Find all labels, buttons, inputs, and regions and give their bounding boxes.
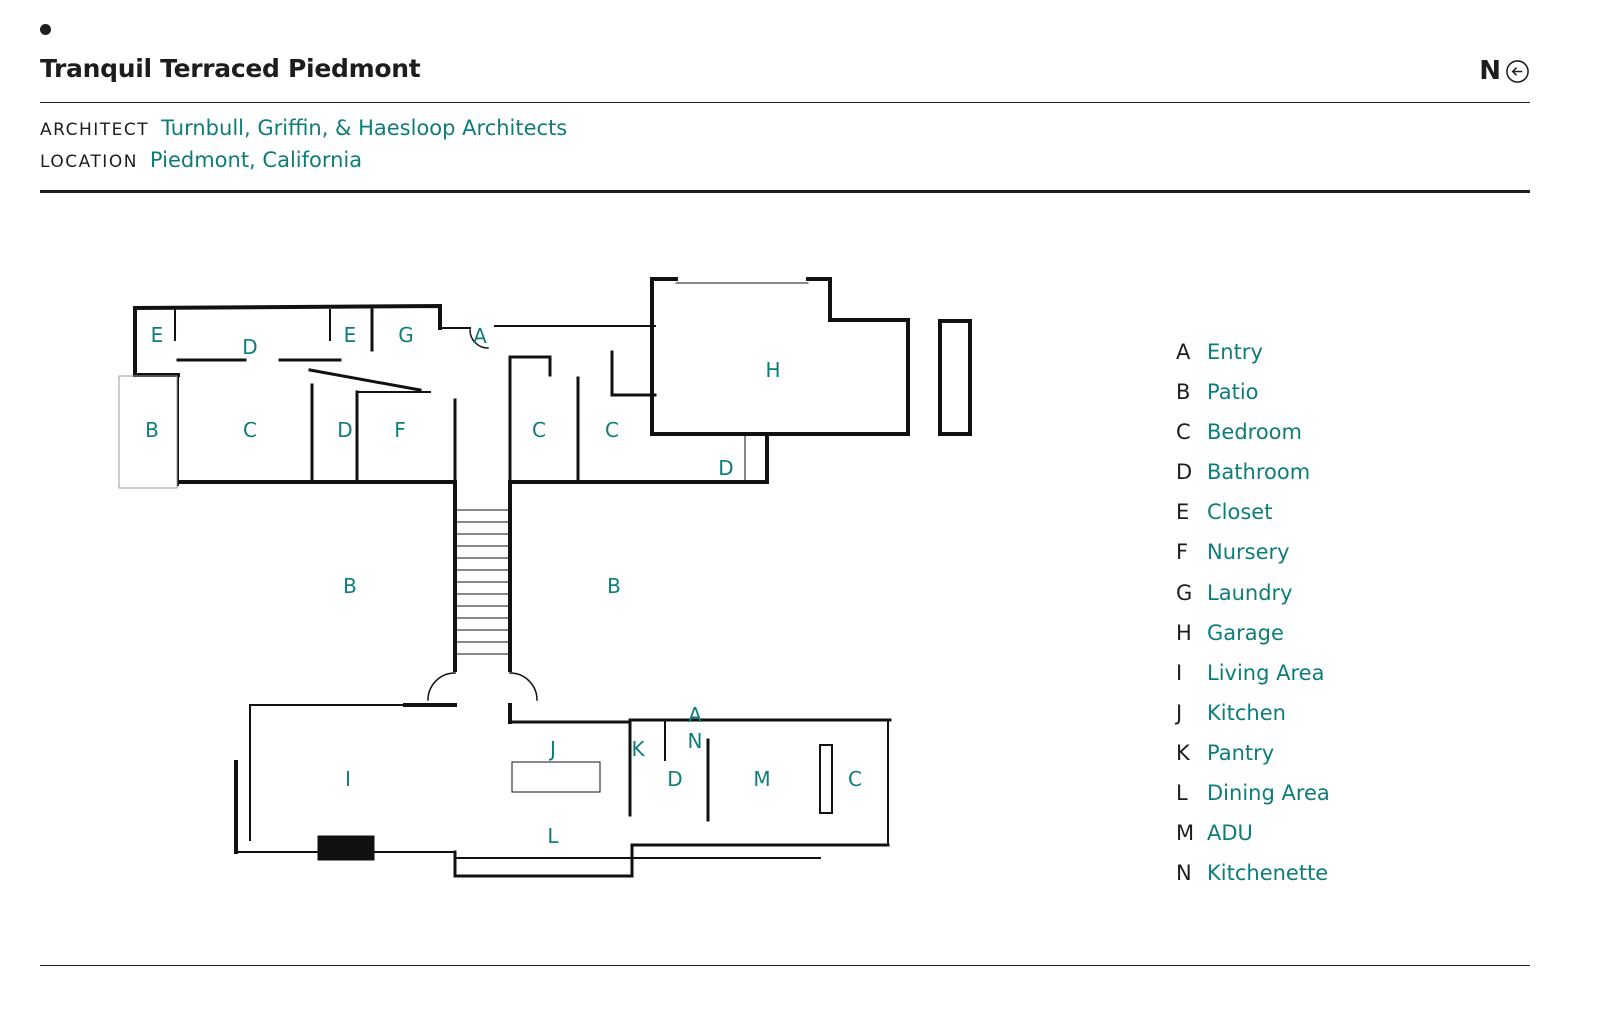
legend-letter: M — [1176, 821, 1195, 846]
legend-letter: F — [1176, 540, 1189, 565]
plan-label-g: G — [398, 323, 414, 347]
plan-label-l: L — [547, 824, 559, 848]
legend-letter: I — [1176, 660, 1183, 685]
room-labels: E D E G A H B C D F C C D B B I J K A N … — [145, 323, 862, 848]
plan-label-e2: E — [344, 323, 357, 347]
plan-label-c4: C — [848, 767, 862, 791]
garage-outline — [653, 277, 910, 436]
bullet-dot — [40, 24, 51, 35]
legend-item: F Nursery — [1176, 540, 1330, 580]
plan-label-h: H — [765, 358, 780, 382]
legend-name: Kitchenette — [1207, 861, 1329, 886]
legend-name: Living Area — [1207, 660, 1325, 685]
architect-value: Turnbull, Griffin, & Haesloop Architects — [161, 116, 568, 140]
upper-wing-outline — [132, 303, 442, 330]
plan-label-d3: D — [718, 456, 733, 480]
legend-item: L Dining Area — [1176, 781, 1330, 821]
stair-treads — [454, 509, 511, 655]
room-legend: A Entry B Patio C Bedroom D Bathroom E Closet… — [1176, 340, 1330, 901]
plan-label-e1: E — [151, 323, 164, 347]
legend-letter: H — [1176, 620, 1192, 645]
plan-label-m: M — [753, 767, 770, 791]
north-label: N — [1479, 56, 1501, 86]
legend-item: J Kitchen — [1176, 701, 1330, 741]
legend-name: Dining Area — [1207, 781, 1330, 806]
plan-label-k: K — [631, 737, 645, 761]
legend-name: Laundry — [1207, 580, 1293, 605]
plan-label-n: N — [688, 729, 703, 753]
legend-name: Garage — [1207, 620, 1284, 645]
legend-name: Pantry — [1207, 740, 1275, 765]
footer-divider — [40, 965, 1530, 966]
north-indicator: N — [1479, 56, 1530, 86]
legend-name: Entry — [1207, 340, 1263, 364]
header-divider — [40, 102, 1530, 103]
plan-label-a2: A — [688, 703, 702, 727]
plan-label-c3: C — [605, 418, 619, 442]
plan-label-f: F — [394, 418, 406, 442]
legend-item: E Closet — [1176, 500, 1330, 540]
location-value: Piedmont, California — [149, 148, 363, 172]
legend-item: G Laundry — [1176, 581, 1330, 621]
plan-label-b3: B — [607, 574, 621, 598]
legend-item: A Entry — [1176, 340, 1330, 380]
legend-letter: K — [1176, 740, 1190, 765]
legend-letter: N — [1176, 861, 1192, 886]
legend-letter: C — [1176, 420, 1191, 445]
legend-name: Bedroom — [1207, 420, 1302, 445]
plan-label-d1: D — [242, 335, 257, 359]
legend-letter: E — [1176, 500, 1190, 525]
legend-item: C Bedroom — [1176, 420, 1330, 460]
location-row: LOCATION Piedmont, California — [40, 148, 567, 180]
plan-label-d2: D — [337, 418, 352, 442]
legend-item: H Garage — [1176, 621, 1330, 661]
legend-item: I Living Area — [1176, 661, 1330, 701]
legend-letter: L — [1176, 781, 1188, 806]
plan-label-d4: D — [667, 767, 682, 791]
plan-label-a1: A — [473, 324, 487, 348]
legend-name: ADU — [1207, 821, 1253, 846]
meta-divider — [40, 190, 1530, 193]
plan-label-i: I — [345, 767, 351, 791]
architect-label: ARCHITECT — [40, 120, 150, 140]
plan-label-j: J — [548, 737, 556, 761]
legend-name: Closet — [1207, 500, 1273, 525]
plan-label-b1: B — [145, 418, 159, 442]
legend-item: N Kitchenette — [1176, 861, 1330, 901]
legend-letter: A — [1176, 340, 1191, 364]
page-title: Tranquil Terraced Piedmont — [40, 54, 421, 83]
legend-item: D Bathroom — [1176, 460, 1330, 500]
arrow-left-circle-icon — [1506, 59, 1529, 83]
legend-letter: G — [1176, 580, 1193, 605]
architect-row: ARCHITECT Turnbull, Griffin, & Haesloop … — [40, 116, 567, 148]
legend-name: Kitchen — [1207, 700, 1286, 725]
legend-name: Nursery — [1207, 540, 1290, 565]
plan-label-b2: B — [343, 574, 357, 598]
plan-label-c2: C — [532, 418, 546, 442]
legend-item: M ADU — [1176, 821, 1330, 861]
location-label: LOCATION — [40, 152, 138, 172]
legend-name: Patio — [1207, 380, 1259, 405]
legend-name: Bathroom — [1207, 460, 1311, 485]
legend-item: K Pantry — [1176, 741, 1330, 781]
plan-label-c1: C — [243, 418, 257, 442]
legend-item: B Patio — [1176, 380, 1330, 420]
legend-letter: J — [1176, 700, 1183, 725]
legend-letter: D — [1176, 460, 1193, 485]
project-meta: ARCHITECT Turnbull, Griffin, & Haesloop … — [40, 116, 567, 180]
legend-letter: B — [1176, 380, 1191, 405]
